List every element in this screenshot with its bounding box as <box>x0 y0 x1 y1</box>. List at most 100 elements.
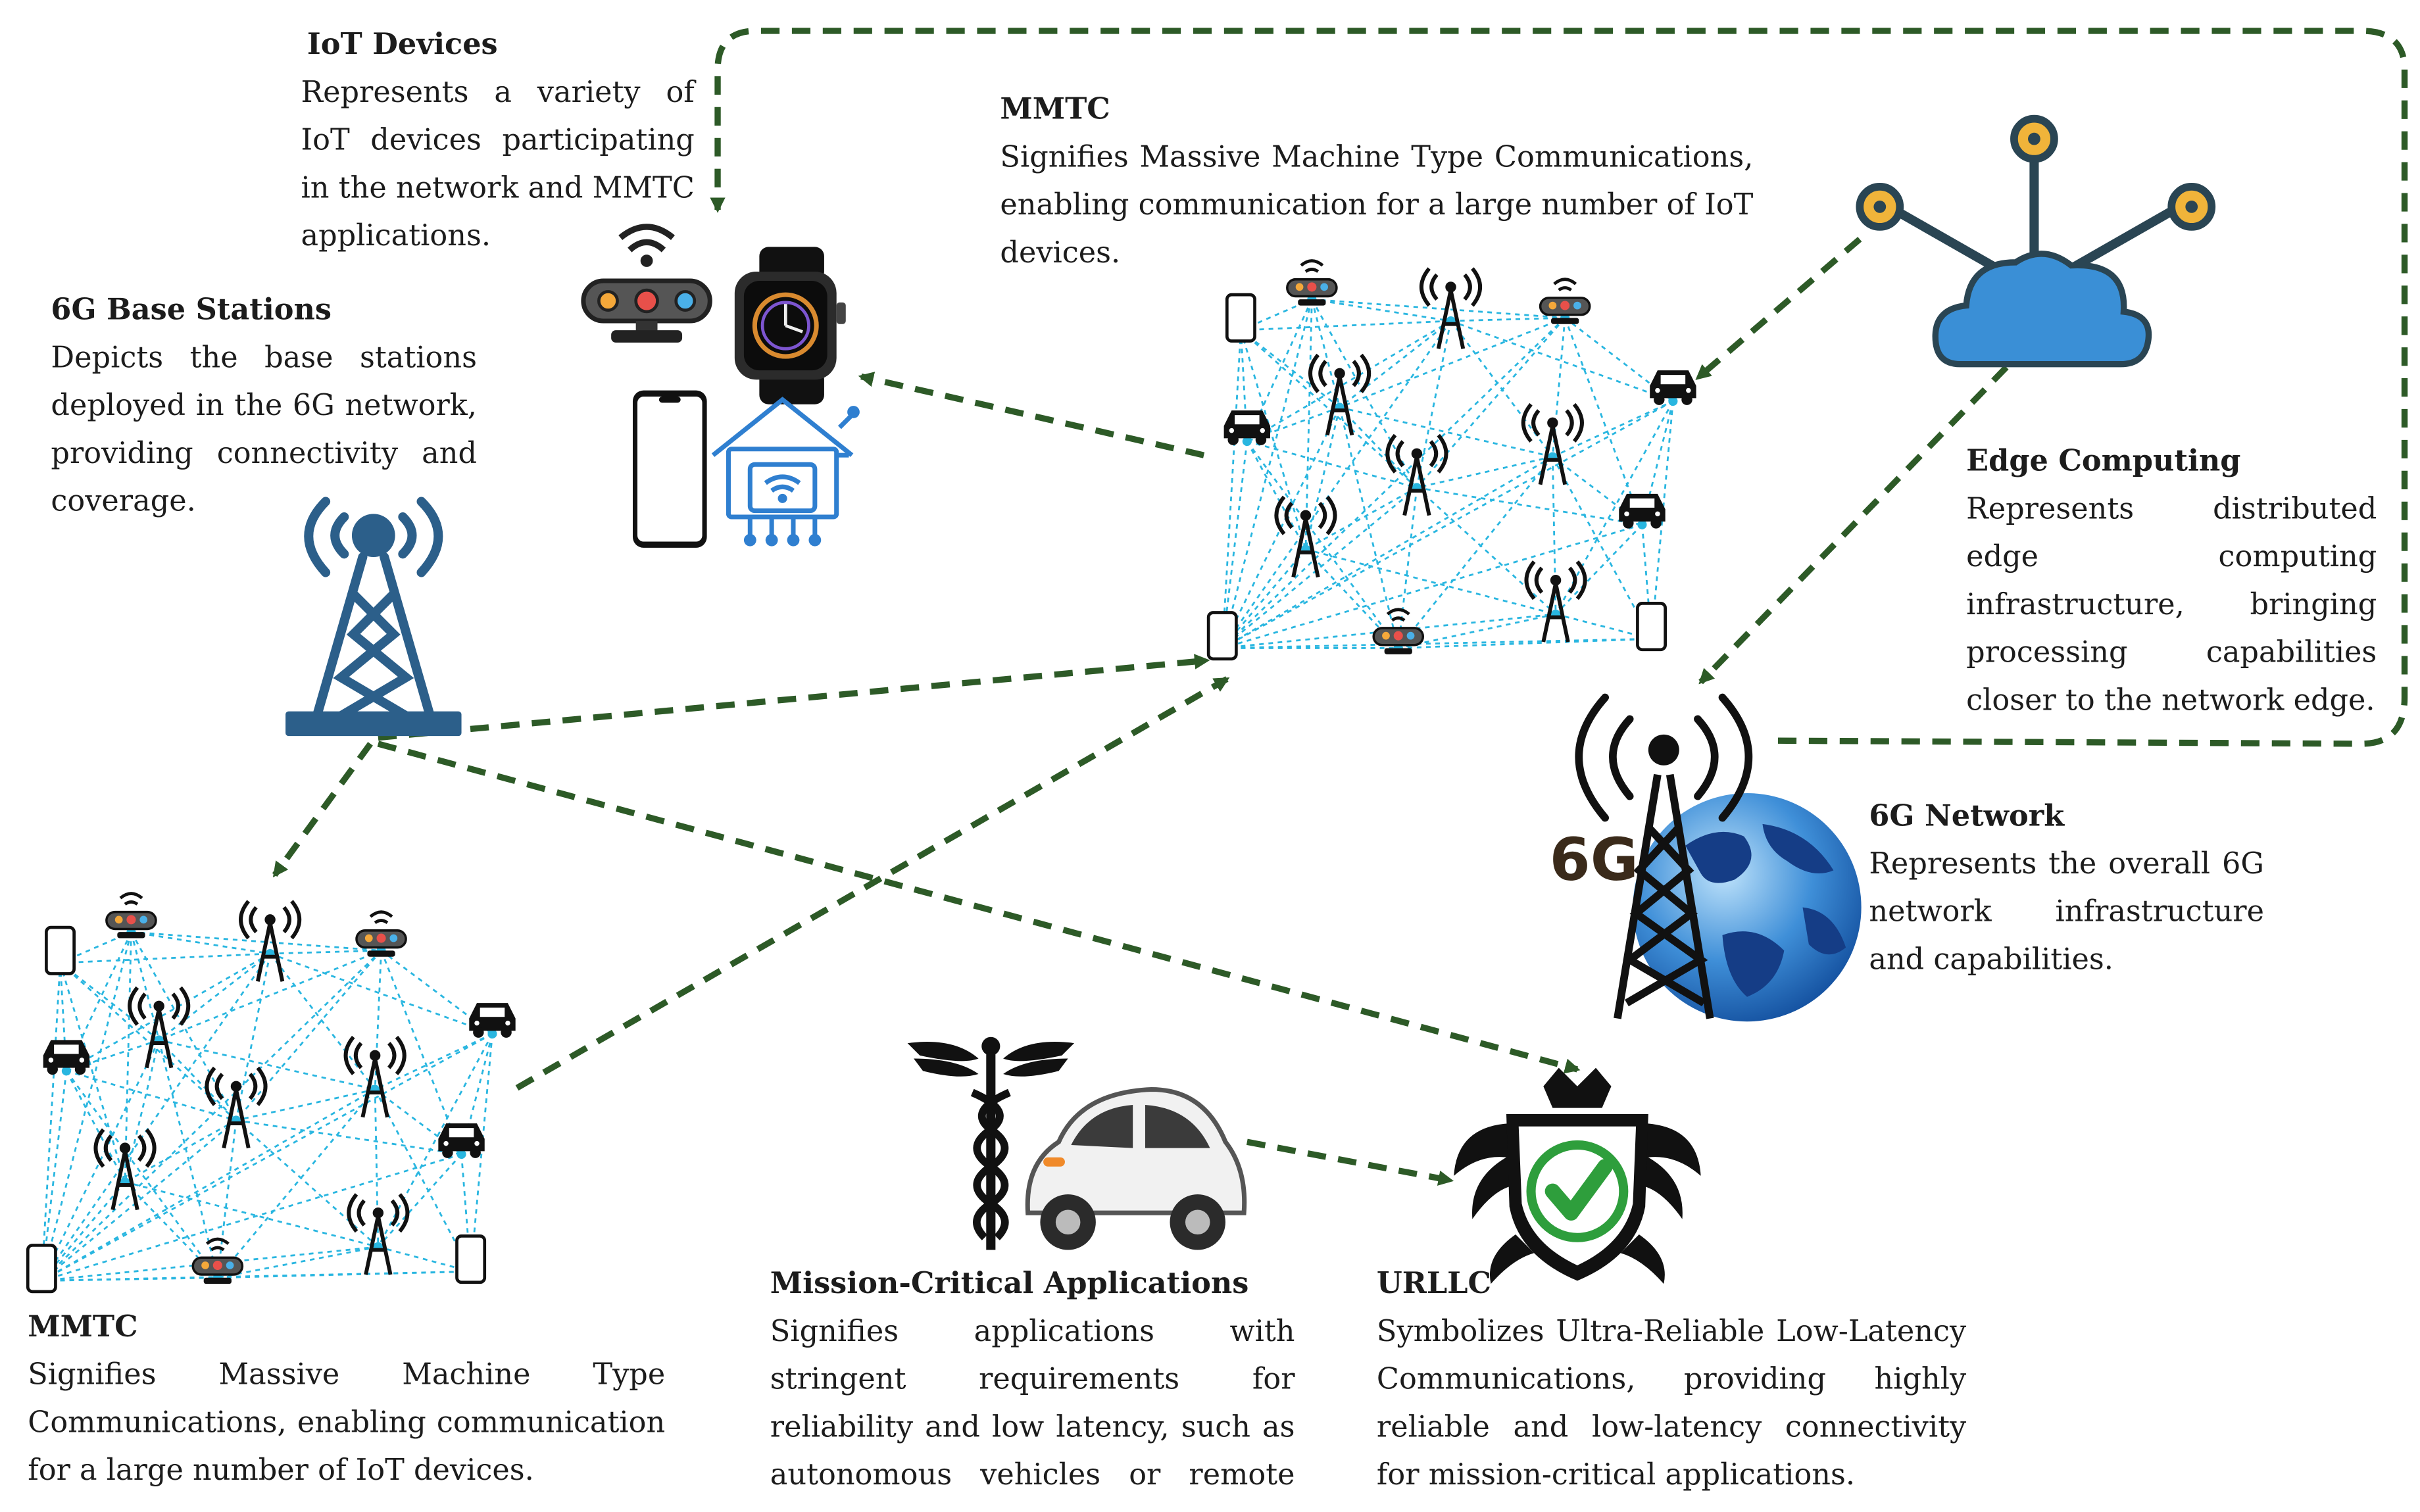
mesh-link <box>65 1070 126 1183</box>
mesh-link <box>1222 456 1554 649</box>
arrow-mmtc-bottom-to-top <box>515 676 1230 1091</box>
arrow-mmtc-to-iot <box>858 372 1205 458</box>
mesh-links <box>1221 298 1674 649</box>
mesh-link <box>269 953 376 1090</box>
edge-computing-title: Edge Computing <box>1966 444 2241 479</box>
mesh-link <box>1221 330 1242 648</box>
mini-tower-icon <box>343 1035 407 1118</box>
mesh-link <box>1246 441 1307 550</box>
mesh-link <box>1304 407 1341 550</box>
mission-critical-title: Mission-Critical Applications <box>770 1267 1249 1301</box>
mesh-node <box>457 1149 466 1159</box>
mesh-link <box>1312 298 1451 322</box>
mesh-link <box>235 1088 376 1121</box>
mesh-link <box>1222 549 1307 649</box>
mesh-link <box>1554 401 1674 615</box>
mesh-links <box>40 931 493 1282</box>
mesh-link <box>1241 320 1451 331</box>
mini-camera-icon <box>191 1237 244 1284</box>
mission-critical-block: Mission-Critical Applications Signifies … <box>770 1264 1295 1512</box>
mmtc-bottom-title: MMTC <box>28 1310 138 1344</box>
cloud-icon <box>1856 114 2216 368</box>
mini-car-icon <box>469 1003 516 1038</box>
mini-tower-icon <box>1274 495 1337 578</box>
mesh-link <box>1312 298 1566 319</box>
mesh-link <box>374 1033 493 1090</box>
iot-devices-title: IoT Devices <box>307 28 498 62</box>
mmtc-bottom-block: MMTC Signifies Massive Machine Type Comm… <box>28 1307 665 1495</box>
mesh-link <box>377 1033 493 1248</box>
network-6g-text: Represents the overall 6G network infras… <box>1869 847 2265 977</box>
mmtc-top-mesh <box>1206 259 1696 661</box>
mesh-link <box>1397 456 1554 649</box>
mesh-link <box>65 1070 218 1279</box>
mesh-link <box>1416 487 1557 615</box>
mini-phone-icon <box>1206 611 1238 661</box>
car-icon <box>1025 1086 1247 1250</box>
mesh-link <box>59 962 126 1183</box>
smart-home-icon <box>711 397 860 547</box>
mesh-link <box>1398 613 1556 649</box>
globe-icon: 6G <box>1550 693 1862 1022</box>
arrow-base-to-urllc <box>377 741 1581 1074</box>
mesh-link <box>41 1181 126 1282</box>
mesh-link <box>1552 456 1652 640</box>
sensor-camera-icon <box>581 224 712 343</box>
mmtc-bottom-mesh <box>26 892 516 1294</box>
mesh-link <box>124 1040 161 1183</box>
mesh-node <box>1637 520 1647 529</box>
mesh-link <box>1305 487 1418 550</box>
mini-camera-icon <box>1372 608 1425 654</box>
mini-tower-icon <box>1420 267 1482 349</box>
mmtc-top-title: MMTC <box>1000 92 1110 127</box>
mesh-link <box>1247 440 1418 489</box>
mesh-link <box>66 952 271 1072</box>
mesh-link <box>1552 400 1673 458</box>
mini-car-icon <box>1619 493 1666 529</box>
mesh-node <box>487 1029 497 1039</box>
mmtc-bottom-text: Signifies Massive Machine Type Communica… <box>28 1357 666 1488</box>
mesh-link <box>378 1246 471 1273</box>
smartphone-icon <box>632 390 707 548</box>
urllc-block: URLLC Symbolizes Ultra-Reliable Low-Late… <box>1377 1264 1966 1500</box>
mesh-link <box>1416 320 1452 488</box>
mini-tower-icon <box>239 900 301 982</box>
edge-computing-text: Represents distributed edge computing in… <box>1966 492 2377 718</box>
mesh-node <box>61 1066 71 1076</box>
mesh-link <box>377 1154 462 1248</box>
iot-devices-block: IoT Devices Represents a variety of IoT … <box>301 25 695 261</box>
mesh-link <box>1416 317 1566 489</box>
urllc-text: Symbolizes Ultra-Reliable Low-Latency Co… <box>1376 1315 1967 1492</box>
mini-tower-icon <box>1524 560 1587 643</box>
mini-tower-icon <box>1521 402 1584 485</box>
base-stations-block: 6G Base Stations Depicts the base statio… <box>51 290 477 526</box>
mini-phone-icon <box>1225 293 1256 343</box>
mesh-link <box>1339 317 1566 408</box>
mesh-link <box>216 1088 376 1279</box>
globe-6g-label: 6G <box>1550 825 1639 894</box>
mesh-link <box>1305 548 1556 616</box>
mini-tower-icon <box>347 1193 410 1275</box>
mesh-link <box>41 953 271 1282</box>
mesh-link <box>1222 487 1418 649</box>
mesh-link <box>60 952 270 964</box>
arrow-mission-to-urllc <box>1246 1138 1454 1186</box>
mission-critical-text: Signifies applications with stringent re… <box>770 1315 1295 1512</box>
mesh-link <box>124 1181 218 1279</box>
edge-computing-block: Edge Computing Represents distributed ed… <box>1966 441 2377 725</box>
mesh-link <box>1240 329 1341 408</box>
mesh-link <box>66 1039 160 1072</box>
mesh-link <box>41 1033 493 1282</box>
mesh-link <box>158 1039 237 1121</box>
mesh-link <box>1650 401 1674 639</box>
mesh-link <box>40 963 61 1281</box>
mini-tower-icon <box>93 1128 157 1211</box>
mesh-link <box>1339 407 1400 648</box>
mesh-link <box>124 1119 237 1183</box>
mesh-link <box>470 1033 493 1272</box>
mesh-link <box>59 962 160 1041</box>
mesh-link <box>40 931 132 1281</box>
mini-camera-icon <box>105 892 157 939</box>
arrow-edge-to-network <box>1698 365 2009 685</box>
